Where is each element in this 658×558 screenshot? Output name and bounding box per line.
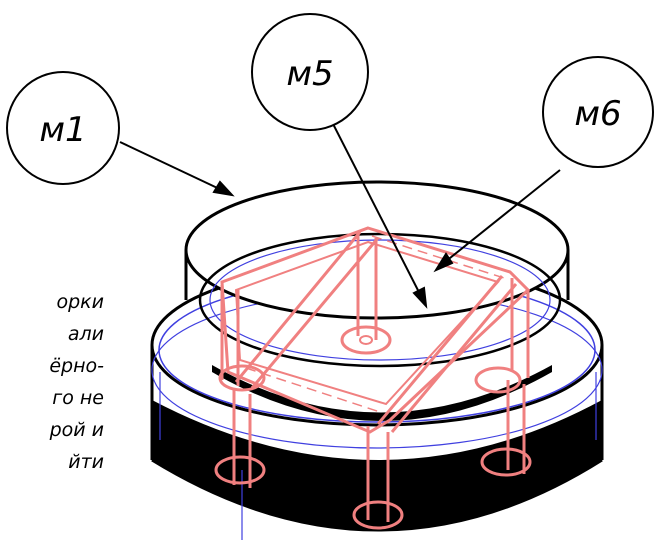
frame-foot-right (480, 447, 532, 477)
frame-post-right (510, 278, 530, 378)
leader-m6 (439, 169, 561, 267)
frame-post-front-left (232, 390, 252, 488)
callout-m1: м1 (6, 71, 120, 185)
frame-post-right-front (506, 380, 526, 474)
upper-cylinder-inner-ring (209, 239, 551, 361)
side-note-line: йти (68, 451, 104, 473)
callout-m1-label: м1 (39, 110, 86, 150)
base-drum-side (150, 345, 604, 460)
callout-m6-circle (542, 56, 654, 168)
callout-m6-label: м6 (574, 94, 621, 134)
callout-m5: м5 (251, 13, 369, 131)
side-note-line: ёрно- (49, 355, 104, 377)
leader-m5 (329, 117, 425, 303)
base-drum-dark-band (152, 400, 602, 530)
upper-cylinder-lower-rim (198, 232, 562, 368)
frame-foot-left-back (218, 364, 266, 392)
frame-center-foot-inner (359, 335, 373, 345)
frame-top-inner (234, 240, 500, 406)
frame-center-post (356, 232, 378, 340)
side-note-line: го не (52, 387, 104, 409)
callout-m1-circle (6, 71, 120, 185)
side-note-line: орки (56, 291, 104, 313)
callout-m6: м6 (542, 56, 654, 168)
leader-m1 (119, 141, 229, 194)
frame-foot-right-back (474, 366, 522, 394)
callout-m5-circle (251, 13, 369, 131)
side-note: орки али ёрно- го не рой и йти (0, 286, 104, 478)
leader-m6-arrow (433, 252, 454, 273)
upper-cylinder-band (212, 365, 552, 421)
base-drum-bottom-edge (151, 458, 603, 532)
leaders (119, 117, 561, 309)
leader-m5-arrow (412, 286, 428, 309)
base-drum (150, 263, 604, 540)
frame-foot-left (214, 455, 266, 485)
frame-foot-front (352, 500, 404, 530)
side-note-line: рой и (49, 419, 104, 441)
frame-center-foot (340, 325, 392, 355)
callout-m5-label: м5 (286, 54, 333, 94)
frame-post-left (220, 285, 240, 386)
side-note-line: али (67, 323, 104, 345)
leader-m1-arrow (212, 180, 235, 197)
frame-beam-b (376, 275, 518, 433)
